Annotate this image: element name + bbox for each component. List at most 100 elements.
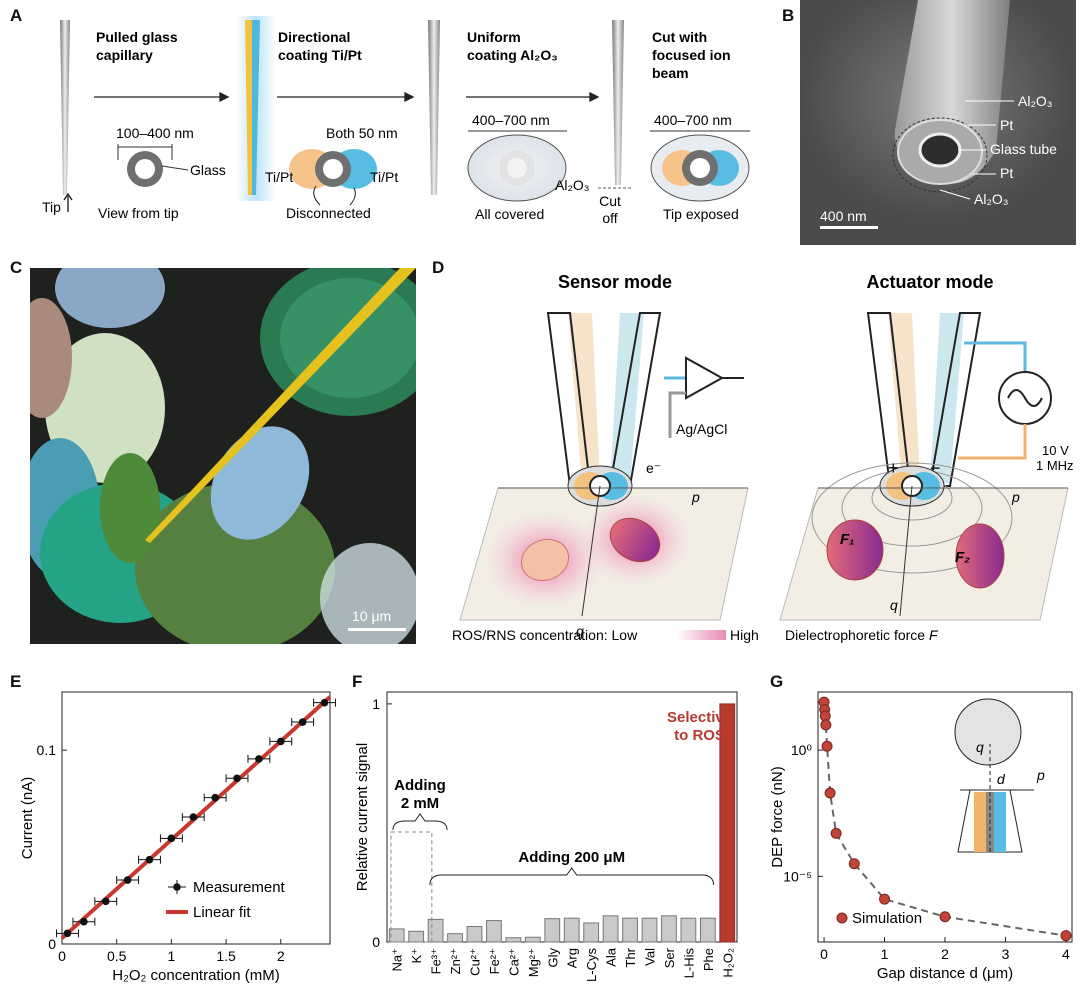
f-category-label: Thr	[623, 947, 638, 967]
panel-label-e: E	[10, 672, 22, 691]
e-measurement-point	[80, 917, 88, 926]
g-legend-marker	[836, 912, 848, 924]
f-bar	[447, 933, 463, 943]
g-xtick-label: 1	[881, 946, 889, 962]
g-xtick-label: 4	[1062, 946, 1070, 962]
capillary-2	[245, 20, 252, 195]
f-brace-200um	[429, 867, 715, 886]
f-bar	[466, 926, 483, 943]
svg-text:Ti/Pt: Ti/Pt	[370, 169, 398, 185]
svg-text:ROS/RNS concentration: Low: ROS/RNS concentration: Low	[452, 627, 638, 643]
e-measurement-point	[63, 929, 72, 938]
capillary-1	[60, 20, 70, 195]
f-ytick-label: 0	[372, 934, 380, 950]
e-ytick-label: 0.1	[37, 742, 57, 758]
e-legend-linear-fit: Linear fit	[193, 904, 251, 921]
f-bar	[563, 917, 580, 943]
f-category-label: Na⁺	[390, 948, 405, 971]
svg-text:Pt: Pt	[1000, 165, 1013, 181]
g-y-axis-label: DEP force (nN)	[769, 766, 786, 867]
f-category-label: Phe	[701, 948, 716, 971]
f-category-label: Val	[643, 948, 658, 966]
svg-text:+: +	[888, 458, 899, 478]
f-category-label: Fe³⁺	[429, 948, 444, 974]
svg-text:400–700 nm: 400–700 nm	[472, 112, 550, 128]
g-inset-tipt-right	[992, 792, 1006, 852]
svg-text:Tip exposed: Tip exposed	[663, 206, 739, 222]
g-xtick-label: 2	[941, 946, 949, 962]
svg-text:p: p	[1011, 489, 1020, 505]
e-xtick-label: 0	[58, 948, 66, 964]
panel-b-scale-bar: 400 nm	[820, 208, 867, 224]
g-simulation-point	[821, 740, 833, 752]
f-category-label: Arg	[565, 948, 580, 968]
svg-text:F₂: F₂	[955, 549, 970, 566]
f-category-label: Fe²⁺	[487, 948, 502, 974]
g-simulation-point	[830, 827, 842, 839]
e-measurement-point	[189, 813, 198, 821]
e-measurement-point	[145, 855, 154, 864]
g-x-axis-label: Gap distance d (μm)	[877, 965, 1013, 982]
panel-label-d: D	[432, 258, 445, 277]
e-legend-measurement: Measurement	[193, 879, 286, 896]
panel-b-sem-image: Al₂O₃ Pt Glass tube Pt Al₂O₃ 400 nm	[800, 0, 1076, 245]
svg-text:−: −	[930, 458, 941, 478]
f-bar	[661, 915, 677, 943]
g-inset-particle	[954, 698, 1022, 766]
e-xtick-label: 0.5	[107, 948, 127, 964]
capillary-4	[612, 20, 624, 185]
panel-label-g: G	[770, 672, 784, 691]
svg-text:All covered: All covered	[475, 206, 544, 222]
svg-text:100–400 nm: 100–400 nm	[116, 125, 194, 141]
e-measurement-point	[101, 897, 110, 906]
f-category-label: L-His	[681, 948, 696, 979]
e-plot-frame	[61, 691, 331, 945]
g-simulation-point	[824, 787, 836, 799]
f-bar	[699, 917, 716, 943]
f-category-label: Ser	[662, 947, 677, 968]
svg-text:Al₂O₃: Al₂O₃	[555, 177, 589, 193]
g-simulation-point	[848, 858, 860, 870]
g-plot-frame	[817, 691, 1073, 943]
g-xtick-label: 3	[1002, 946, 1010, 962]
f-category-label: Ca²⁺	[506, 948, 521, 976]
g-ytick-label: 10⁰	[791, 742, 813, 758]
e-xtick-label: 1	[167, 948, 175, 964]
f-annotation-2mm: 2 mM	[401, 795, 439, 812]
svg-text:Ag/AgCl: Ag/AgCl	[676, 421, 727, 437]
svg-text:Pt: Pt	[1000, 117, 1013, 133]
panel-c-sem-pollen-image: 10 μm	[30, 268, 416, 644]
svg-text:400–700 nm: 400–700 nm	[654, 112, 732, 128]
e-ytick-label: 0	[48, 936, 56, 952]
panel-label-b: B	[782, 6, 795, 25]
g-legend-simulation: Simulation	[852, 910, 922, 927]
e-legend-marker	[173, 883, 181, 891]
svg-text:e⁻: e⁻	[646, 460, 661, 476]
g-simulation-point	[879, 893, 891, 905]
e-xtick-label: 1.5	[216, 948, 236, 964]
panel-label-f: F	[352, 672, 363, 691]
f-bar	[486, 920, 502, 943]
g-inset-p-label: p	[1036, 767, 1045, 783]
svg-text:1 MHz: 1 MHz	[1036, 458, 1074, 473]
e-x-axis-label: H₂O₂ concentration (mM)	[112, 967, 280, 984]
f-bar	[602, 915, 619, 943]
e-measurement-point	[167, 834, 176, 843]
panel-d-mode-schematic: Sensor mode Actuator mode p q e⁻ Ag/AgCl…	[452, 272, 1074, 643]
svg-text:Actuator mode: Actuator mode	[866, 272, 993, 292]
capillary-3	[428, 20, 440, 195]
f-bar	[388, 928, 405, 943]
g-inset-tipt-left	[974, 792, 988, 852]
f-ytick-label: 1	[372, 696, 380, 712]
f-brace-2mm	[392, 813, 448, 831]
f-bar	[427, 918, 444, 943]
svg-text:10 V: 10 V	[1042, 443, 1069, 458]
svg-text:View from tip: View from tip	[98, 205, 179, 221]
svg-text:Ti/Pt: Ti/Pt	[265, 169, 293, 185]
